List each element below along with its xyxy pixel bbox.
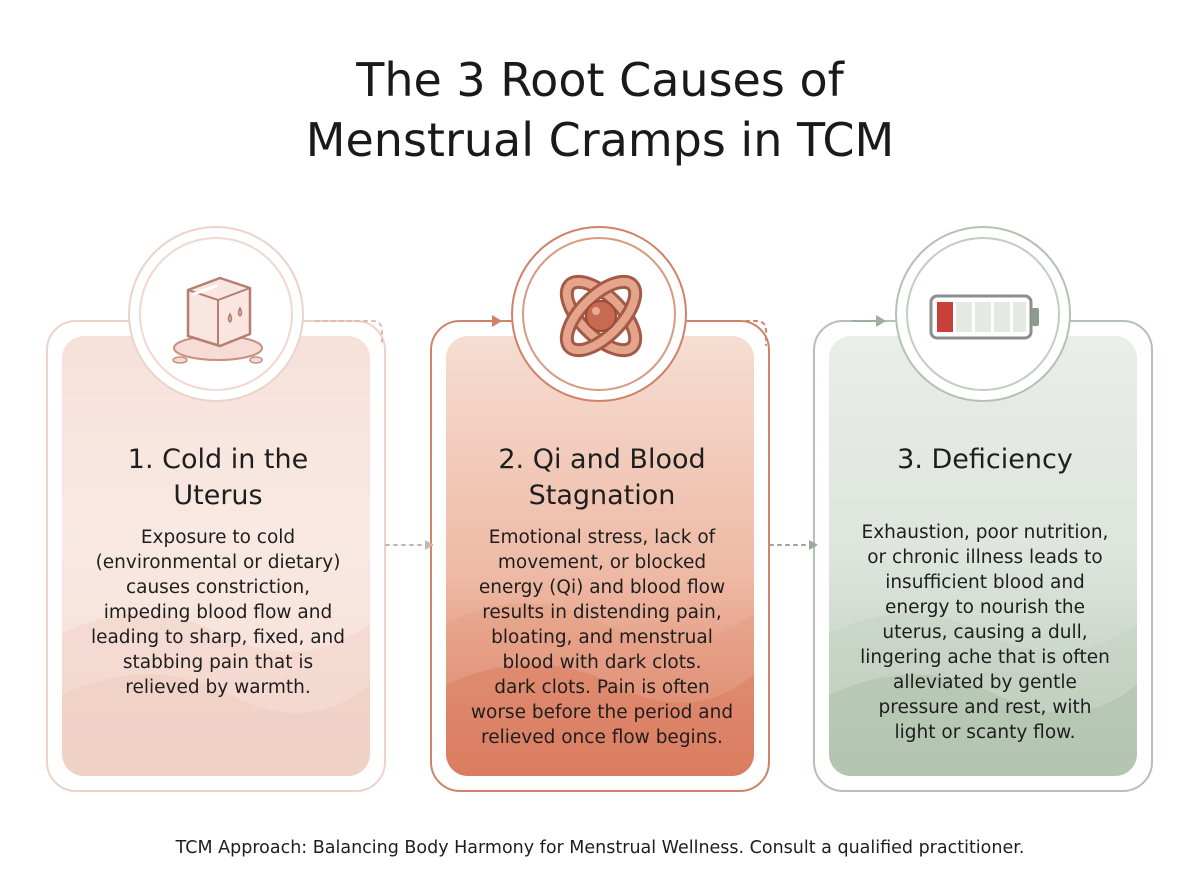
- description-line: energy (Qi) and blood flow: [478, 577, 726, 598]
- card-panel: [829, 336, 1137, 776]
- low-battery-icon: [929, 294, 1039, 340]
- icon-badge-cold: [128, 226, 304, 402]
- description-line: insufficient blood and: [885, 572, 1085, 593]
- description-line: uterus, causing a dull,: [882, 622, 1088, 643]
- page-title-line-2: Menstrual Cramps in TCM: [305, 113, 895, 167]
- description-line: dark clots. Pain is often: [494, 677, 710, 698]
- description-line: relieved once flow begins.: [481, 727, 723, 748]
- description-line: leading to sharp, fixed, and: [90, 627, 346, 648]
- cause-card-cold: 1. Cold in the Uterus Exposure to cold (…: [46, 320, 386, 792]
- cause-heading-line: 1. Cold in the: [127, 444, 309, 475]
- card-panel: [446, 336, 754, 776]
- description-line: Exhaustion, poor nutrition,: [861, 522, 1109, 543]
- description-line: alleviated by gentle: [893, 672, 1077, 693]
- page-title: The 3 Root Causes of Menstrual Cramps in…: [0, 50, 1200, 170]
- knot-icon: [559, 274, 643, 358]
- ice-cube-icon: [172, 276, 263, 364]
- icon-badge-stagnation: [511, 226, 687, 402]
- icon-badge-deficiency: [895, 226, 1071, 402]
- description-line: (environmental or dietary): [95, 552, 341, 573]
- cause-heading-line: Uterus: [173, 480, 263, 511]
- cause-description: Emotional stress, lack of movement, or b…: [432, 525, 772, 750]
- description-line: movement, or blocked: [497, 552, 707, 573]
- description-line: results in distending pain,: [482, 602, 722, 623]
- description-line: impeding blood flow and: [103, 602, 333, 623]
- description-line: Emotional stress, lack of: [488, 527, 716, 548]
- cause-heading: 3. Deficiency: [815, 442, 1155, 478]
- description-line: bloating, and menstrual: [491, 627, 713, 648]
- cause-heading: 2. Qi and Blood Stagnation: [432, 442, 772, 514]
- wave-decoration: [62, 613, 370, 776]
- footer-note: TCM Approach: Balancing Body Harmony for…: [175, 838, 1025, 858]
- cause-description: Exposure to cold (environmental or dieta…: [48, 525, 388, 700]
- description-line: causes constriction,: [125, 577, 311, 598]
- cause-heading-line: 2. Qi and Blood: [498, 444, 706, 475]
- description-line: blood with dark clots.: [502, 652, 702, 673]
- description-line: energy to nourish the: [885, 597, 1085, 618]
- description-line: light or scanty flow.: [894, 722, 1076, 743]
- cause-description: Exhaustion, poor nutrition, or chronic i…: [815, 520, 1155, 745]
- cause-card-stagnation: 2. Qi and Blood Stagnation Emotional str…: [430, 320, 770, 792]
- description-line: lingering ache that is often: [860, 647, 1110, 668]
- description-line: or chronic illness leads to: [867, 547, 1103, 568]
- icon-ring: [906, 237, 1060, 391]
- description-line: relieved by warmth.: [125, 677, 311, 698]
- wave-decoration: [446, 603, 754, 776]
- cause-card-deficiency: 3. Deficiency Exhaustion, poor nutrition…: [813, 320, 1153, 792]
- page-title-line-1: The 3 Root Causes of: [356, 53, 844, 107]
- description-line: pressure and rest, with: [878, 697, 1092, 718]
- description-line: Exposure to cold: [140, 527, 296, 548]
- wave-decoration: [829, 613, 1137, 776]
- icon-ring: [522, 237, 676, 391]
- cause-heading-line: Stagnation: [528, 480, 676, 511]
- cause-heading: 1. Cold in the Uterus: [48, 442, 388, 514]
- description-line: stabbing pain that is: [122, 652, 314, 673]
- cause-heading-line: 3. Deficiency: [897, 444, 1073, 475]
- icon-ring: [139, 237, 293, 391]
- description-line: worse before the period and: [470, 702, 734, 723]
- card-panel: [62, 336, 370, 776]
